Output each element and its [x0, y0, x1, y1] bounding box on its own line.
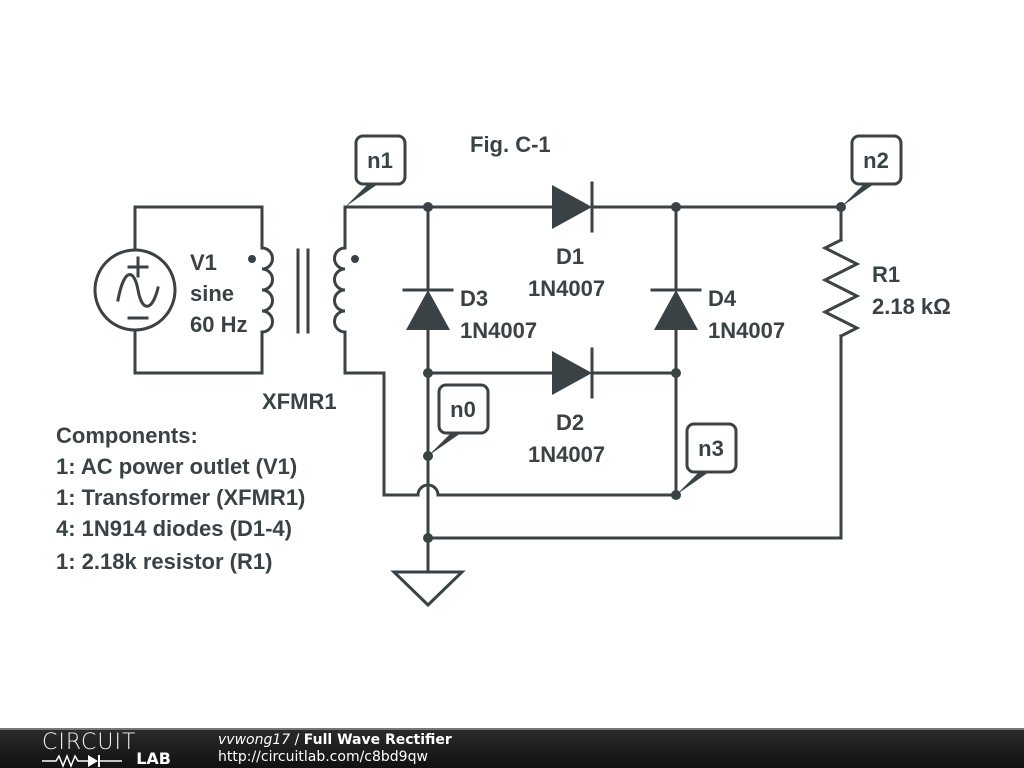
- footer-bar: CIRCUIT LAB vvwong17 / Full Wave Rectifi…: [0, 728, 1024, 768]
- components-item: 1: 2.18k resistor (R1): [56, 549, 272, 574]
- resistor-icon[interactable]: [821, 237, 861, 339]
- author-link[interactable]: vvwong17: [218, 732, 291, 748]
- source-type: sine: [190, 281, 234, 306]
- bridge-wiring: [343, 205, 843, 574]
- resistor-name: R1: [872, 262, 900, 287]
- d3-part: 1N4007: [460, 318, 537, 343]
- node-label: n2: [863, 148, 889, 173]
- circuit-title-line: vvwong17 / Full Wave Rectifier: [218, 732, 452, 749]
- source-label: V1: [190, 250, 217, 275]
- circuit-name[interactable]: Full Wave Rectifier: [303, 732, 452, 748]
- junction-dot: [423, 202, 433, 212]
- components-item: 4: 1N914 diodes (D1-4): [56, 516, 292, 541]
- node-tag-n2[interactable]: n2: [841, 134, 903, 207]
- junction-dot: [423, 368, 433, 378]
- resistor-value: 2.18 kΩ: [872, 294, 951, 319]
- node-label: n0: [450, 397, 476, 422]
- title-separator: /: [290, 732, 304, 748]
- components-item: 1: AC power outlet (V1): [56, 454, 297, 479]
- node-tag-n3[interactable]: n3: [676, 422, 738, 495]
- transformer-label: XFMR1: [262, 389, 337, 414]
- wire: [426, 334, 843, 540]
- d3-name: D3: [460, 286, 488, 311]
- diode-d2-icon[interactable]: [552, 347, 594, 399]
- schematic-canvas: Fig. C-1 V1 sine 60 Hz XFMR1: [56, 132, 951, 608]
- d2-name: D2: [556, 410, 584, 435]
- d1-part: 1N4007: [528, 276, 605, 301]
- junction-dot: [671, 202, 681, 212]
- node-tag-n1[interactable]: n1: [345, 134, 407, 207]
- logo-text-lab: LAB: [136, 749, 171, 768]
- circuitlab-logo[interactable]: CIRCUIT LAB: [42, 732, 177, 768]
- wire: [133, 328, 264, 375]
- junction-dot: [671, 368, 681, 378]
- d1-name: D1: [556, 244, 584, 269]
- ac-source-icon[interactable]: [93, 248, 177, 332]
- wire: [343, 205, 554, 250]
- source-frequency: 60 Hz: [190, 312, 247, 337]
- primary-circuit: [133, 205, 264, 375]
- logo-symbol-icon: [42, 753, 122, 768]
- transformer-icon[interactable]: [248, 246, 359, 334]
- node-label: n3: [698, 436, 724, 461]
- components-heading: Components:: [56, 423, 198, 448]
- node-tag-n0[interactable]: n0: [428, 383, 490, 456]
- wire: [133, 205, 264, 252]
- figure-title: Fig. C-1: [470, 132, 551, 157]
- d4-part: 1N4007: [708, 318, 785, 343]
- d2-part: 1N4007: [528, 442, 605, 467]
- diode-d4-icon[interactable]: [650, 288, 702, 330]
- wire: [343, 330, 420, 497]
- logo-text-circuit: CIRCUIT: [42, 730, 137, 755]
- d4-name: D4: [708, 286, 737, 311]
- node-label: n1: [367, 148, 393, 173]
- components-list: Components: 1: AC power outlet (V1) 1: T…: [56, 423, 305, 574]
- components-item: 1: Transformer (XFMR1): [56, 485, 305, 510]
- diode-d1-icon[interactable]: [552, 181, 594, 233]
- ground-icon[interactable]: [390, 536, 466, 608]
- diode-d3-icon[interactable]: [402, 288, 454, 330]
- circuit-url-link[interactable]: http://circuitlab.com/c8bd9qw: [218, 749, 428, 765]
